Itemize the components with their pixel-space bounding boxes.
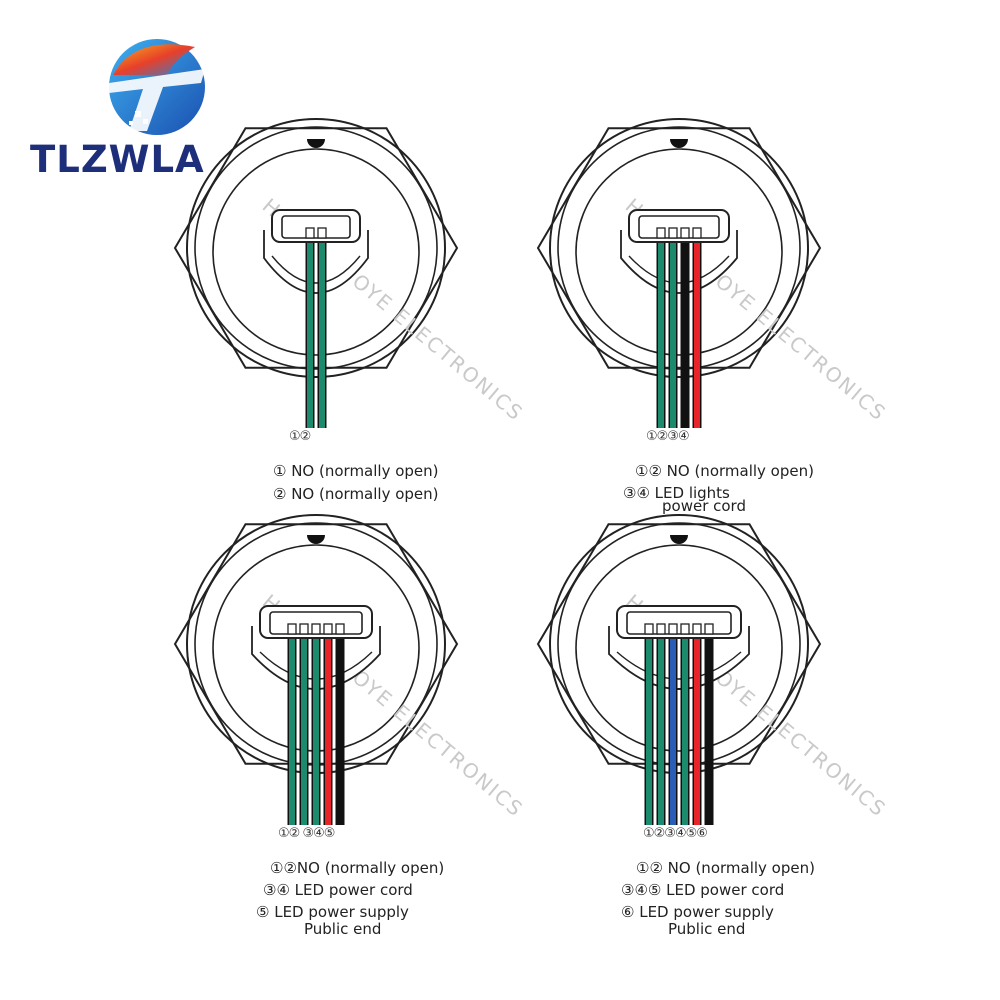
hex-nut-outline xyxy=(173,523,459,765)
tlzwla-logo-icon xyxy=(109,39,205,135)
key-notch xyxy=(307,139,325,148)
pin-slot xyxy=(680,623,690,635)
middle-ring xyxy=(557,126,801,370)
pin-slot xyxy=(668,227,678,239)
wire-note: ①②NO (normally open) xyxy=(270,859,445,877)
wire-note: power cord xyxy=(662,497,746,515)
wire-note: ⑤ LED power supply xyxy=(256,903,409,921)
connector-base xyxy=(620,230,738,294)
pin-slot xyxy=(323,623,333,635)
connector-base xyxy=(608,626,750,690)
key-notch xyxy=(307,535,325,544)
pin-slot xyxy=(704,623,714,635)
wire-note: ③④ LED lights xyxy=(623,484,730,502)
connector-base xyxy=(263,230,369,294)
pin-label: ①②③④ xyxy=(646,429,690,444)
pin-slot xyxy=(656,623,666,635)
inner-ring xyxy=(212,148,420,356)
pin-slot xyxy=(692,623,702,635)
pin-slot xyxy=(287,623,297,635)
pin-label: ①②③④⑤⑥ xyxy=(643,826,708,841)
brand-logo xyxy=(25,35,285,185)
wire-note: ①② NO (normally open) xyxy=(635,462,814,480)
pin-slot xyxy=(311,623,321,635)
connector-face xyxy=(638,215,720,239)
key-notch xyxy=(670,535,688,544)
connector-base-inner xyxy=(628,255,730,284)
pin-slot xyxy=(335,623,345,635)
wire-note: ① NO (normally open) xyxy=(273,462,439,480)
inner-ring xyxy=(575,148,783,356)
hex-nut-outline xyxy=(536,127,822,369)
hex-nut-outline xyxy=(173,127,459,369)
pin-label: ①② xyxy=(289,429,311,444)
switch-diagram-6-wire: HONGJU BOYE ELECTRONICS xyxy=(536,514,891,825)
switch-diagram-4-wire: HONGJU BOYE ELECTRONICS xyxy=(536,118,891,428)
switch-diagram-5-wire: HONGJU BOYE ELECTRONICS xyxy=(173,514,528,825)
wire-note: ② NO (normally open) xyxy=(273,485,439,503)
wire-note: Public end xyxy=(668,920,746,938)
pin-slot xyxy=(668,623,678,635)
wire-note: ③④⑤ LED power cord xyxy=(621,881,785,899)
outer-ring xyxy=(549,118,809,378)
pin-slot xyxy=(299,623,309,635)
pin-slot xyxy=(680,227,690,239)
wire-note: ①② NO (normally open) xyxy=(636,859,815,877)
brand-logo-text: TLZWLA xyxy=(30,138,205,181)
hex-nut-outline xyxy=(536,523,822,765)
pin-slot xyxy=(305,227,315,239)
wire-note: ③④ LED power cord xyxy=(263,881,413,899)
pin-slot xyxy=(644,623,654,635)
wire-note: ⑥ LED power supply xyxy=(621,903,774,921)
pin-slot xyxy=(692,227,702,239)
pin-label: ①② ③④⑤ xyxy=(278,826,335,841)
key-notch xyxy=(670,139,688,148)
connector-base-inner xyxy=(271,255,361,284)
middle-ring xyxy=(557,522,801,766)
outer-ring xyxy=(549,514,809,774)
pin-slot xyxy=(656,227,666,239)
connector-base-inner xyxy=(616,651,742,680)
outer-ring xyxy=(186,118,446,378)
connector-face xyxy=(281,215,351,239)
wire-note: Public end xyxy=(304,920,382,938)
inner-ring xyxy=(575,544,783,752)
middle-ring xyxy=(194,126,438,370)
pin-slot xyxy=(317,227,327,239)
connector-face xyxy=(626,611,732,635)
